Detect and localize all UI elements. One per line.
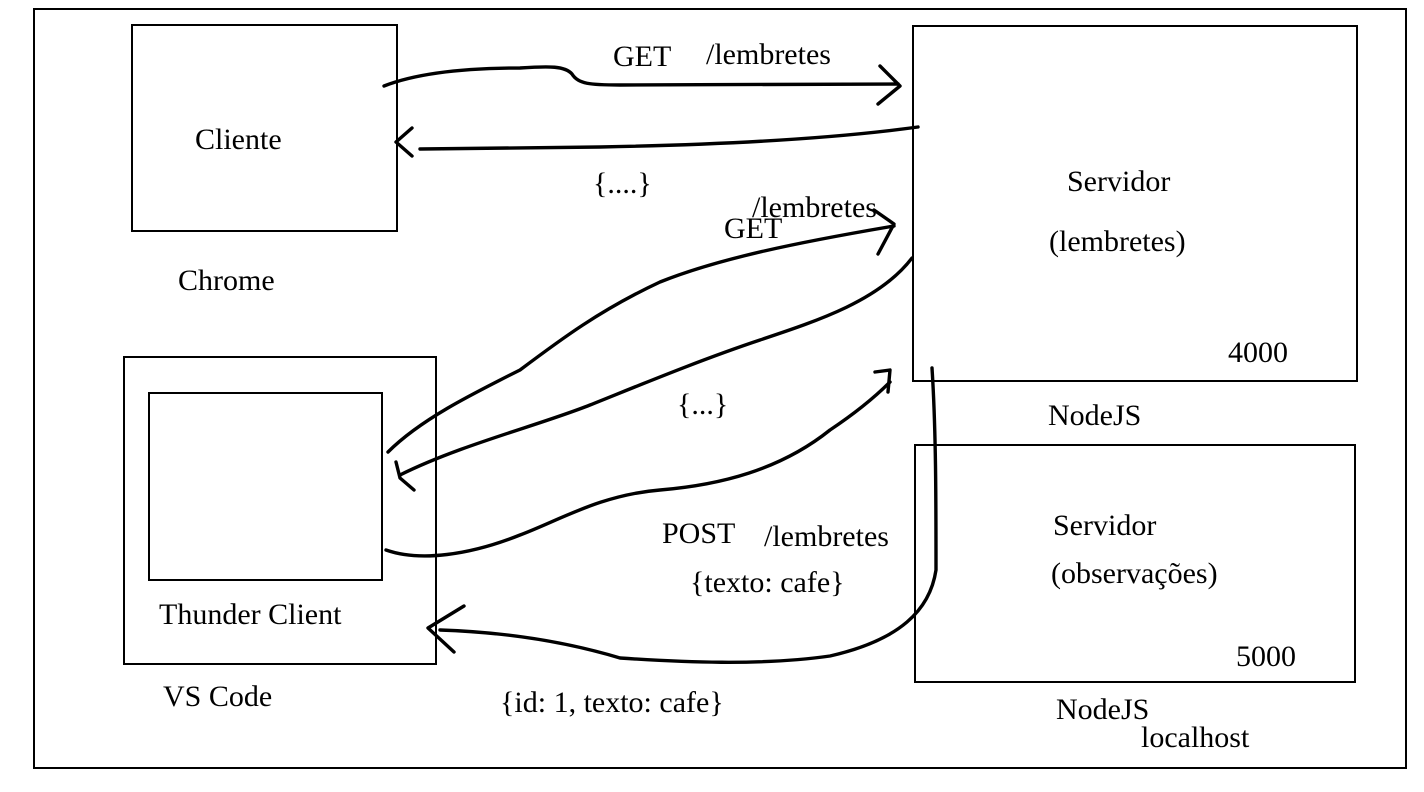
- client-get-arrowhead: [876, 64, 902, 106]
- thunder-get-method: GET: [724, 212, 782, 245]
- server-lembretes-box: [912, 25, 1358, 382]
- thunder-get-response-arrow: [398, 256, 914, 477]
- thunder-post-response-arrowhead: [426, 604, 466, 654]
- server-observacoes-host: localhost: [1141, 721, 1250, 754]
- client-box: [131, 24, 398, 232]
- thunder-get-response: {...}: [677, 388, 728, 421]
- vscode-box: [123, 356, 437, 665]
- server-lembretes-sublabel: (lembretes): [1049, 225, 1186, 258]
- client-response: {....}: [593, 167, 652, 200]
- client-get-arrow: [382, 65, 900, 88]
- thunder-client-box: [148, 392, 383, 581]
- client-get-method: GET: [613, 40, 671, 73]
- thunder-get-response-arrowhead: [394, 460, 416, 492]
- client-response-arrow: [418, 125, 920, 151]
- server-lembretes-runtime: NodeJS: [1048, 399, 1141, 432]
- thunder-post-response-arrow: [438, 366, 938, 664]
- thunder-post-arrow: [384, 380, 892, 558]
- server-lembretes-port: 4000: [1228, 336, 1288, 369]
- client-response-arrowhead: [394, 126, 414, 158]
- thunder-post-path: /lembretes: [764, 520, 889, 553]
- thunder-post-body: {texto: cafe}: [690, 566, 845, 599]
- diagram-frame: [33, 8, 1407, 769]
- server-observacoes-label: Servidor: [1053, 509, 1156, 542]
- thunder-get-arrow: [386, 224, 896, 454]
- client-app-label: Chrome: [178, 264, 275, 297]
- server-observacoes-box: [914, 444, 1356, 683]
- thunder-get-path: /lembretes: [752, 191, 877, 224]
- thunder-post-method: POST: [662, 517, 735, 550]
- thunder-post-response: {id: 1, texto: cafe}: [500, 686, 724, 719]
- server-observacoes-sublabel: (observações): [1051, 557, 1218, 590]
- client-get-path: /lembretes: [706, 38, 831, 71]
- client-label: Cliente: [195, 123, 282, 156]
- server-observacoes-port: 5000: [1236, 640, 1296, 673]
- thunder-get-arrowhead: [872, 208, 896, 256]
- server-lembretes-label: Servidor: [1067, 165, 1170, 198]
- vscode-label: VS Code: [163, 680, 272, 713]
- thunder-post-arrowhead: [873, 368, 892, 394]
- server-observacoes-runtime: NodeJS: [1056, 693, 1149, 726]
- thunder-client-label: Thunder Client: [159, 598, 342, 631]
